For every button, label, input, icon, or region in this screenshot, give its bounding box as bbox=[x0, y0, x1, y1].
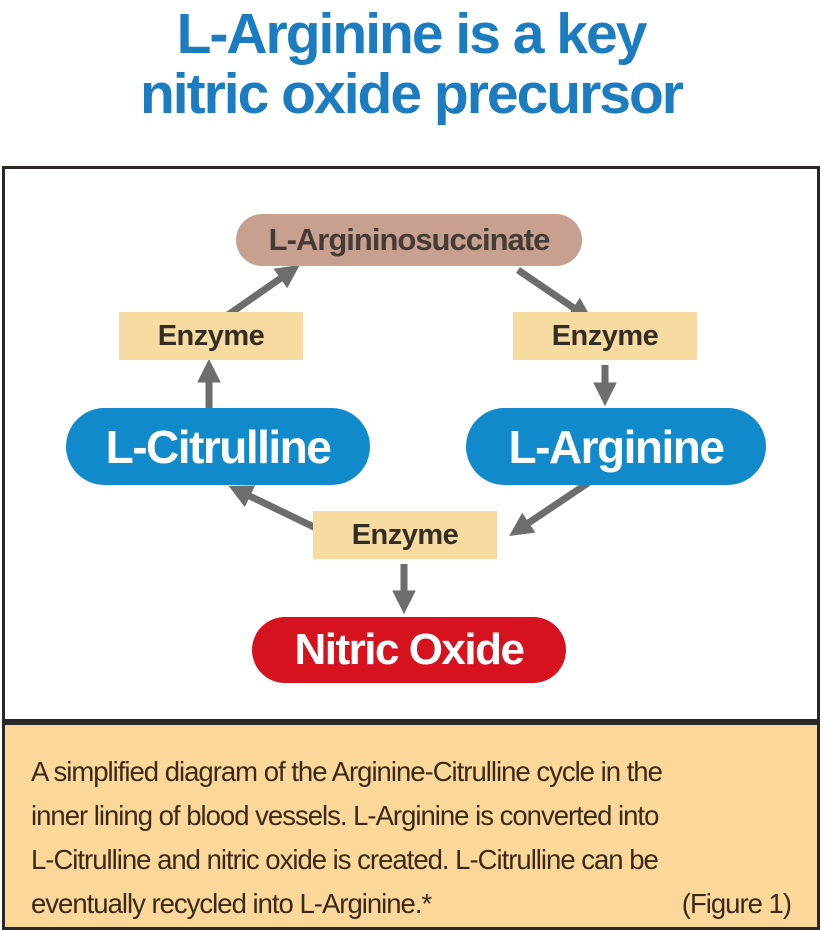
arrow-enzyme-bottom-to-citrulline bbox=[228, 485, 320, 533]
node-citrulline: L-Citrulline bbox=[66, 408, 370, 485]
cycle-diagram-panel: L-Argininosuccinate Enzyme Enzyme L-Citr… bbox=[2, 166, 820, 722]
caption-line: eventually recycled into L-Arginine.* bbox=[31, 888, 432, 919]
page-title: L-Arginine is a key nitric oxide precurs… bbox=[0, 0, 822, 166]
caption-panel: A simplified diagram of the Arginine-Cit… bbox=[2, 722, 820, 930]
caption-last-line: eventually recycled into L-Arginine.* (F… bbox=[31, 882, 792, 926]
caption-line: inner lining of blood vessels. L-Arginin… bbox=[31, 800, 659, 831]
node-arginine: L-Arginine bbox=[466, 408, 766, 485]
page-title-line2: nitric oxide precursor bbox=[139, 62, 684, 126]
node-enzyme-left: Enzyme bbox=[119, 312, 303, 360]
page-title-line1: L-Arginine is a key bbox=[176, 2, 648, 66]
caption-line: L-Citrulline and nitric oxide is created… bbox=[31, 844, 659, 875]
figure-label: (Figure 1) bbox=[681, 888, 792, 919]
node-argininosuccinate: L-Argininosuccinate bbox=[236, 214, 582, 266]
node-enzyme-right: Enzyme bbox=[513, 312, 697, 360]
node-enzyme-bottom: Enzyme bbox=[313, 511, 497, 559]
arrow-arginine-to-enzyme-bottom bbox=[509, 480, 590, 536]
arrow-argininosuccinate-to-enzyme-right bbox=[516, 267, 593, 322]
cycle-arrows bbox=[197, 264, 617, 615]
caption-line: A simplified diagram of the Arginine-Cit… bbox=[31, 756, 663, 787]
node-nitric-oxide: Nitric Oxide bbox=[252, 617, 566, 683]
